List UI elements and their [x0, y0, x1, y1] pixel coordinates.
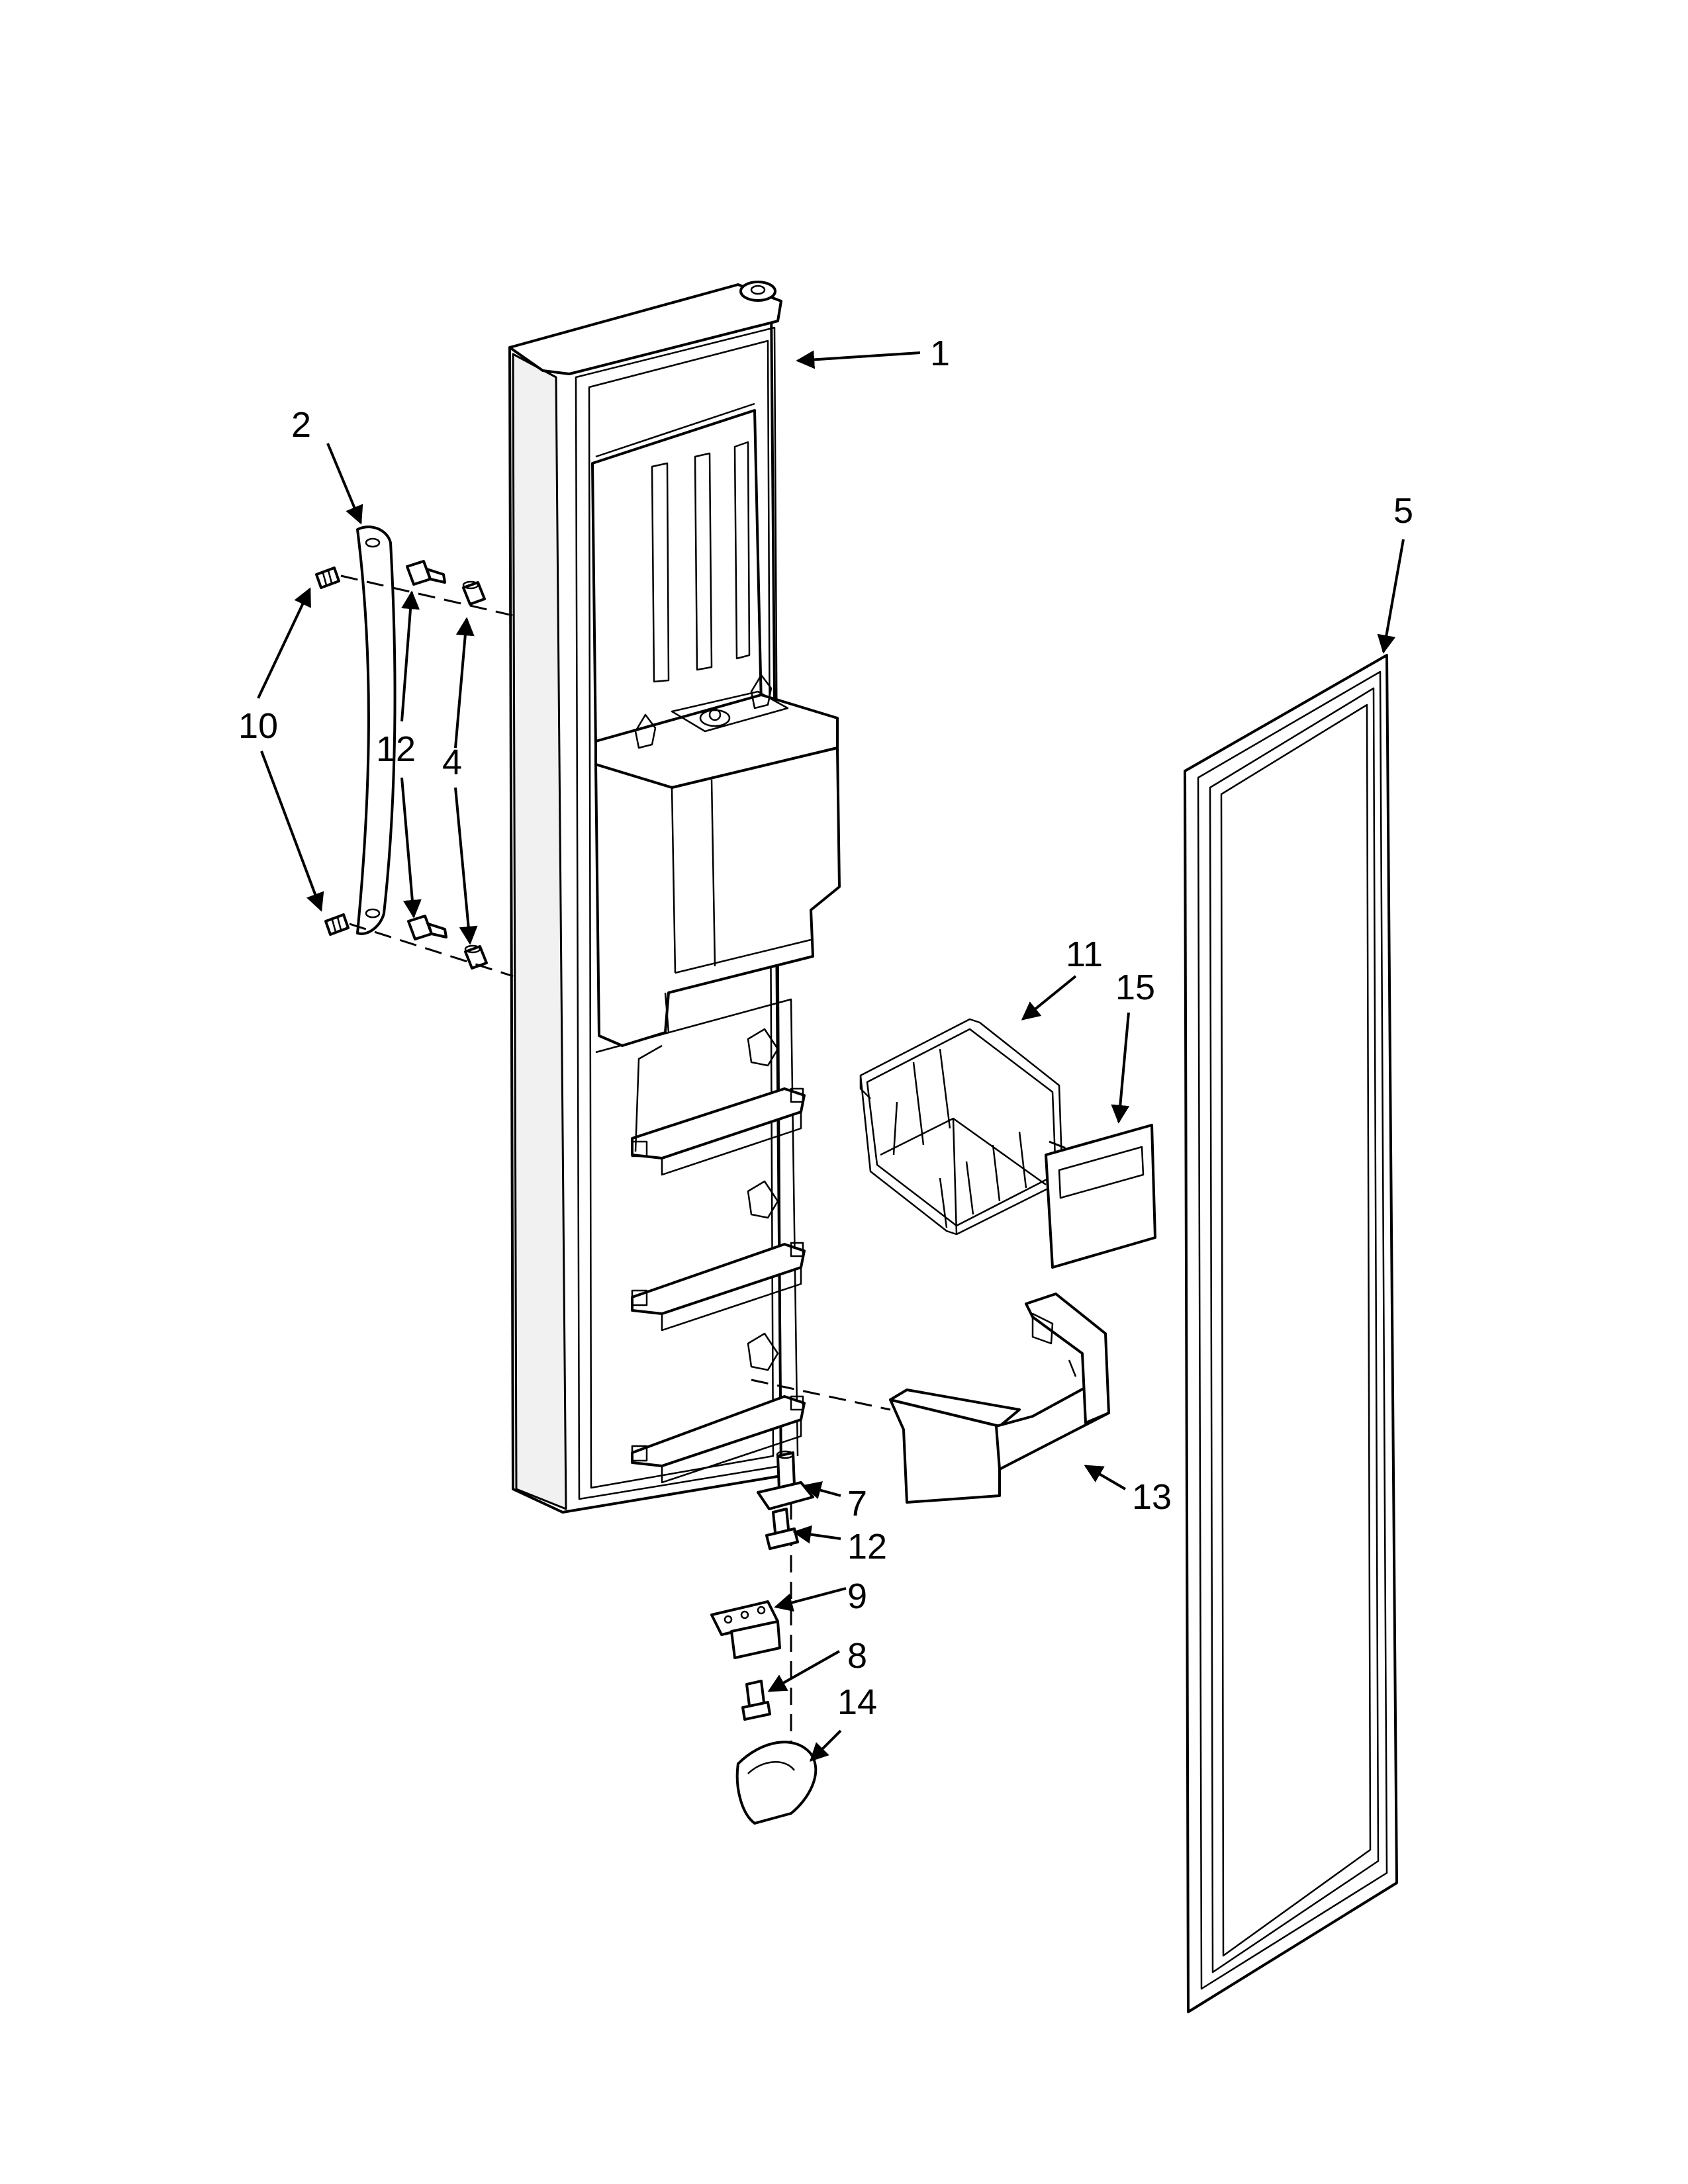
lower-bin-part [889, 1293, 1110, 1504]
door-liner-part [508, 281, 841, 1514]
handle-mount-screw-bottom [407, 915, 447, 940]
hinge-bracket-part [710, 1600, 781, 1659]
callout-4: 4 [442, 743, 462, 782]
callout-1: 1 [930, 334, 950, 373]
callout-15: 15 [1115, 968, 1155, 1007]
leader-9 [774, 1587, 847, 1612]
leader-10-bottom [260, 751, 324, 912]
door-handle-part [356, 525, 397, 935]
handle-screw-top [315, 567, 340, 589]
callout-9: 9 [847, 1576, 867, 1616]
assembly-line-top [340, 574, 514, 617]
callout-10: 10 [238, 706, 278, 746]
leader-13 [1084, 1465, 1127, 1490]
assembly-line-bottom [349, 923, 514, 978]
leader-arrows [257, 350, 1405, 1762]
leader-11 [1021, 975, 1077, 1021]
leader-2 [326, 443, 363, 525]
hinge-bottom-screw-part [741, 1680, 771, 1721]
leader-10-top [257, 587, 311, 699]
basket-trim-part [1045, 1124, 1156, 1269]
wire-basket-part [859, 1018, 1064, 1236]
leader-7 [802, 1481, 841, 1500]
callout-8: 8 [847, 1636, 867, 1676]
callout-13: 13 [1132, 1477, 1172, 1517]
handle-mount-screw-top [406, 560, 446, 586]
callout-11: 11 [1066, 934, 1103, 974]
hinge-screw-part [765, 1508, 799, 1550]
callout-2: 2 [291, 405, 311, 445]
assembly-line-bin [751, 1379, 891, 1411]
callout-14: 14 [837, 1682, 877, 1722]
leader-1 [796, 350, 921, 369]
door-gasket-part [1184, 654, 1398, 2013]
leader-12-bottom [400, 777, 422, 919]
leader-4-top [454, 617, 475, 749]
leader-8 [767, 1650, 840, 1692]
hinge-pin-part [757, 1450, 814, 1510]
leader-12-hinge [792, 1525, 841, 1544]
callout-12-upper: 12 [376, 729, 416, 769]
spacer-bottom [464, 944, 488, 970]
handle-screw-bottom [324, 913, 350, 936]
callout-7: 7 [847, 1484, 867, 1524]
callout-12-hinge: 12 [847, 1527, 887, 1567]
hinge-cover-part [735, 1741, 818, 1825]
callout-5: 5 [1393, 491, 1413, 531]
leader-5 [1377, 539, 1405, 654]
leader-12-top [400, 590, 420, 722]
spacer-top [462, 580, 486, 606]
leader-14 [810, 1729, 842, 1762]
leader-4-bottom [454, 787, 478, 945]
leader-15 [1111, 1012, 1130, 1124]
